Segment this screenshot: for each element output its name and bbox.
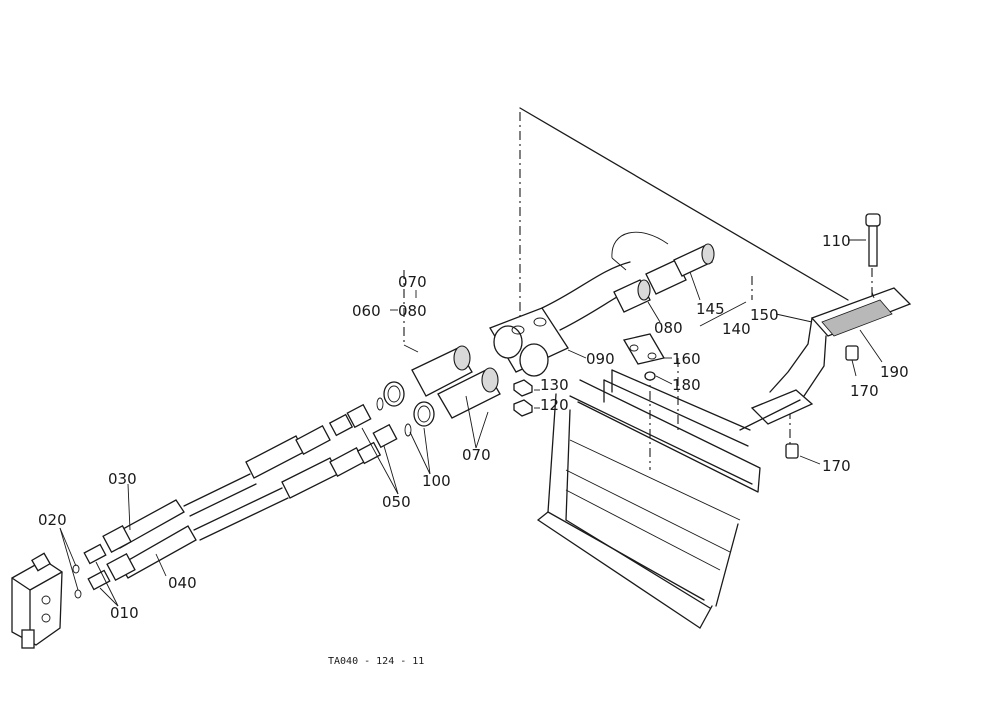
label-130: 130 (540, 376, 569, 394)
adapter-fittings (72, 543, 111, 599)
label-145: 145 (696, 300, 725, 318)
assembly-guide-lines (403, 107, 873, 470)
pedal-bracket (750, 213, 912, 459)
figure-code: TA040 - 124 - 11 (328, 656, 424, 667)
label-070-bottom: 070 (462, 446, 491, 464)
label-020: 020 (38, 511, 67, 529)
label-010: 010 (110, 604, 139, 622)
label-050: 050 (382, 493, 411, 511)
clamp-plate (622, 333, 666, 381)
label-150: 150 (750, 306, 779, 324)
label-140: 140 (722, 320, 751, 338)
label-180: 180 (672, 376, 701, 394)
label-090: 090 (586, 350, 615, 368)
part-labels: 010 020 030 040 050 060 070 080 070 080 … (38, 232, 909, 667)
coupler-set-with-caps (611, 231, 715, 313)
label-110: 110 (822, 232, 851, 250)
leader-lines (59, 239, 883, 607)
label-040: 040 (168, 574, 197, 592)
label-120: 120 (540, 396, 569, 414)
adapters-and-orings (346, 381, 435, 449)
hydraulic-hoses (102, 413, 382, 581)
label-060: 060 (352, 302, 381, 320)
label-080-right: 080 (654, 319, 683, 337)
label-190: 190 (880, 363, 909, 381)
label-080-top: 080 (398, 302, 427, 320)
coupler-holder-block (489, 261, 641, 417)
label-030: 030 (108, 470, 137, 488)
label-170-lower: 170 (822, 457, 851, 475)
label-160: 160 (672, 350, 701, 368)
quick-coupler-pair (411, 345, 501, 419)
loader-frame (537, 369, 801, 629)
label-170-upper: 170 (850, 382, 879, 400)
control-valve (11, 552, 63, 649)
label-070-top: 070 (398, 273, 427, 291)
label-100: 100 (422, 472, 451, 490)
